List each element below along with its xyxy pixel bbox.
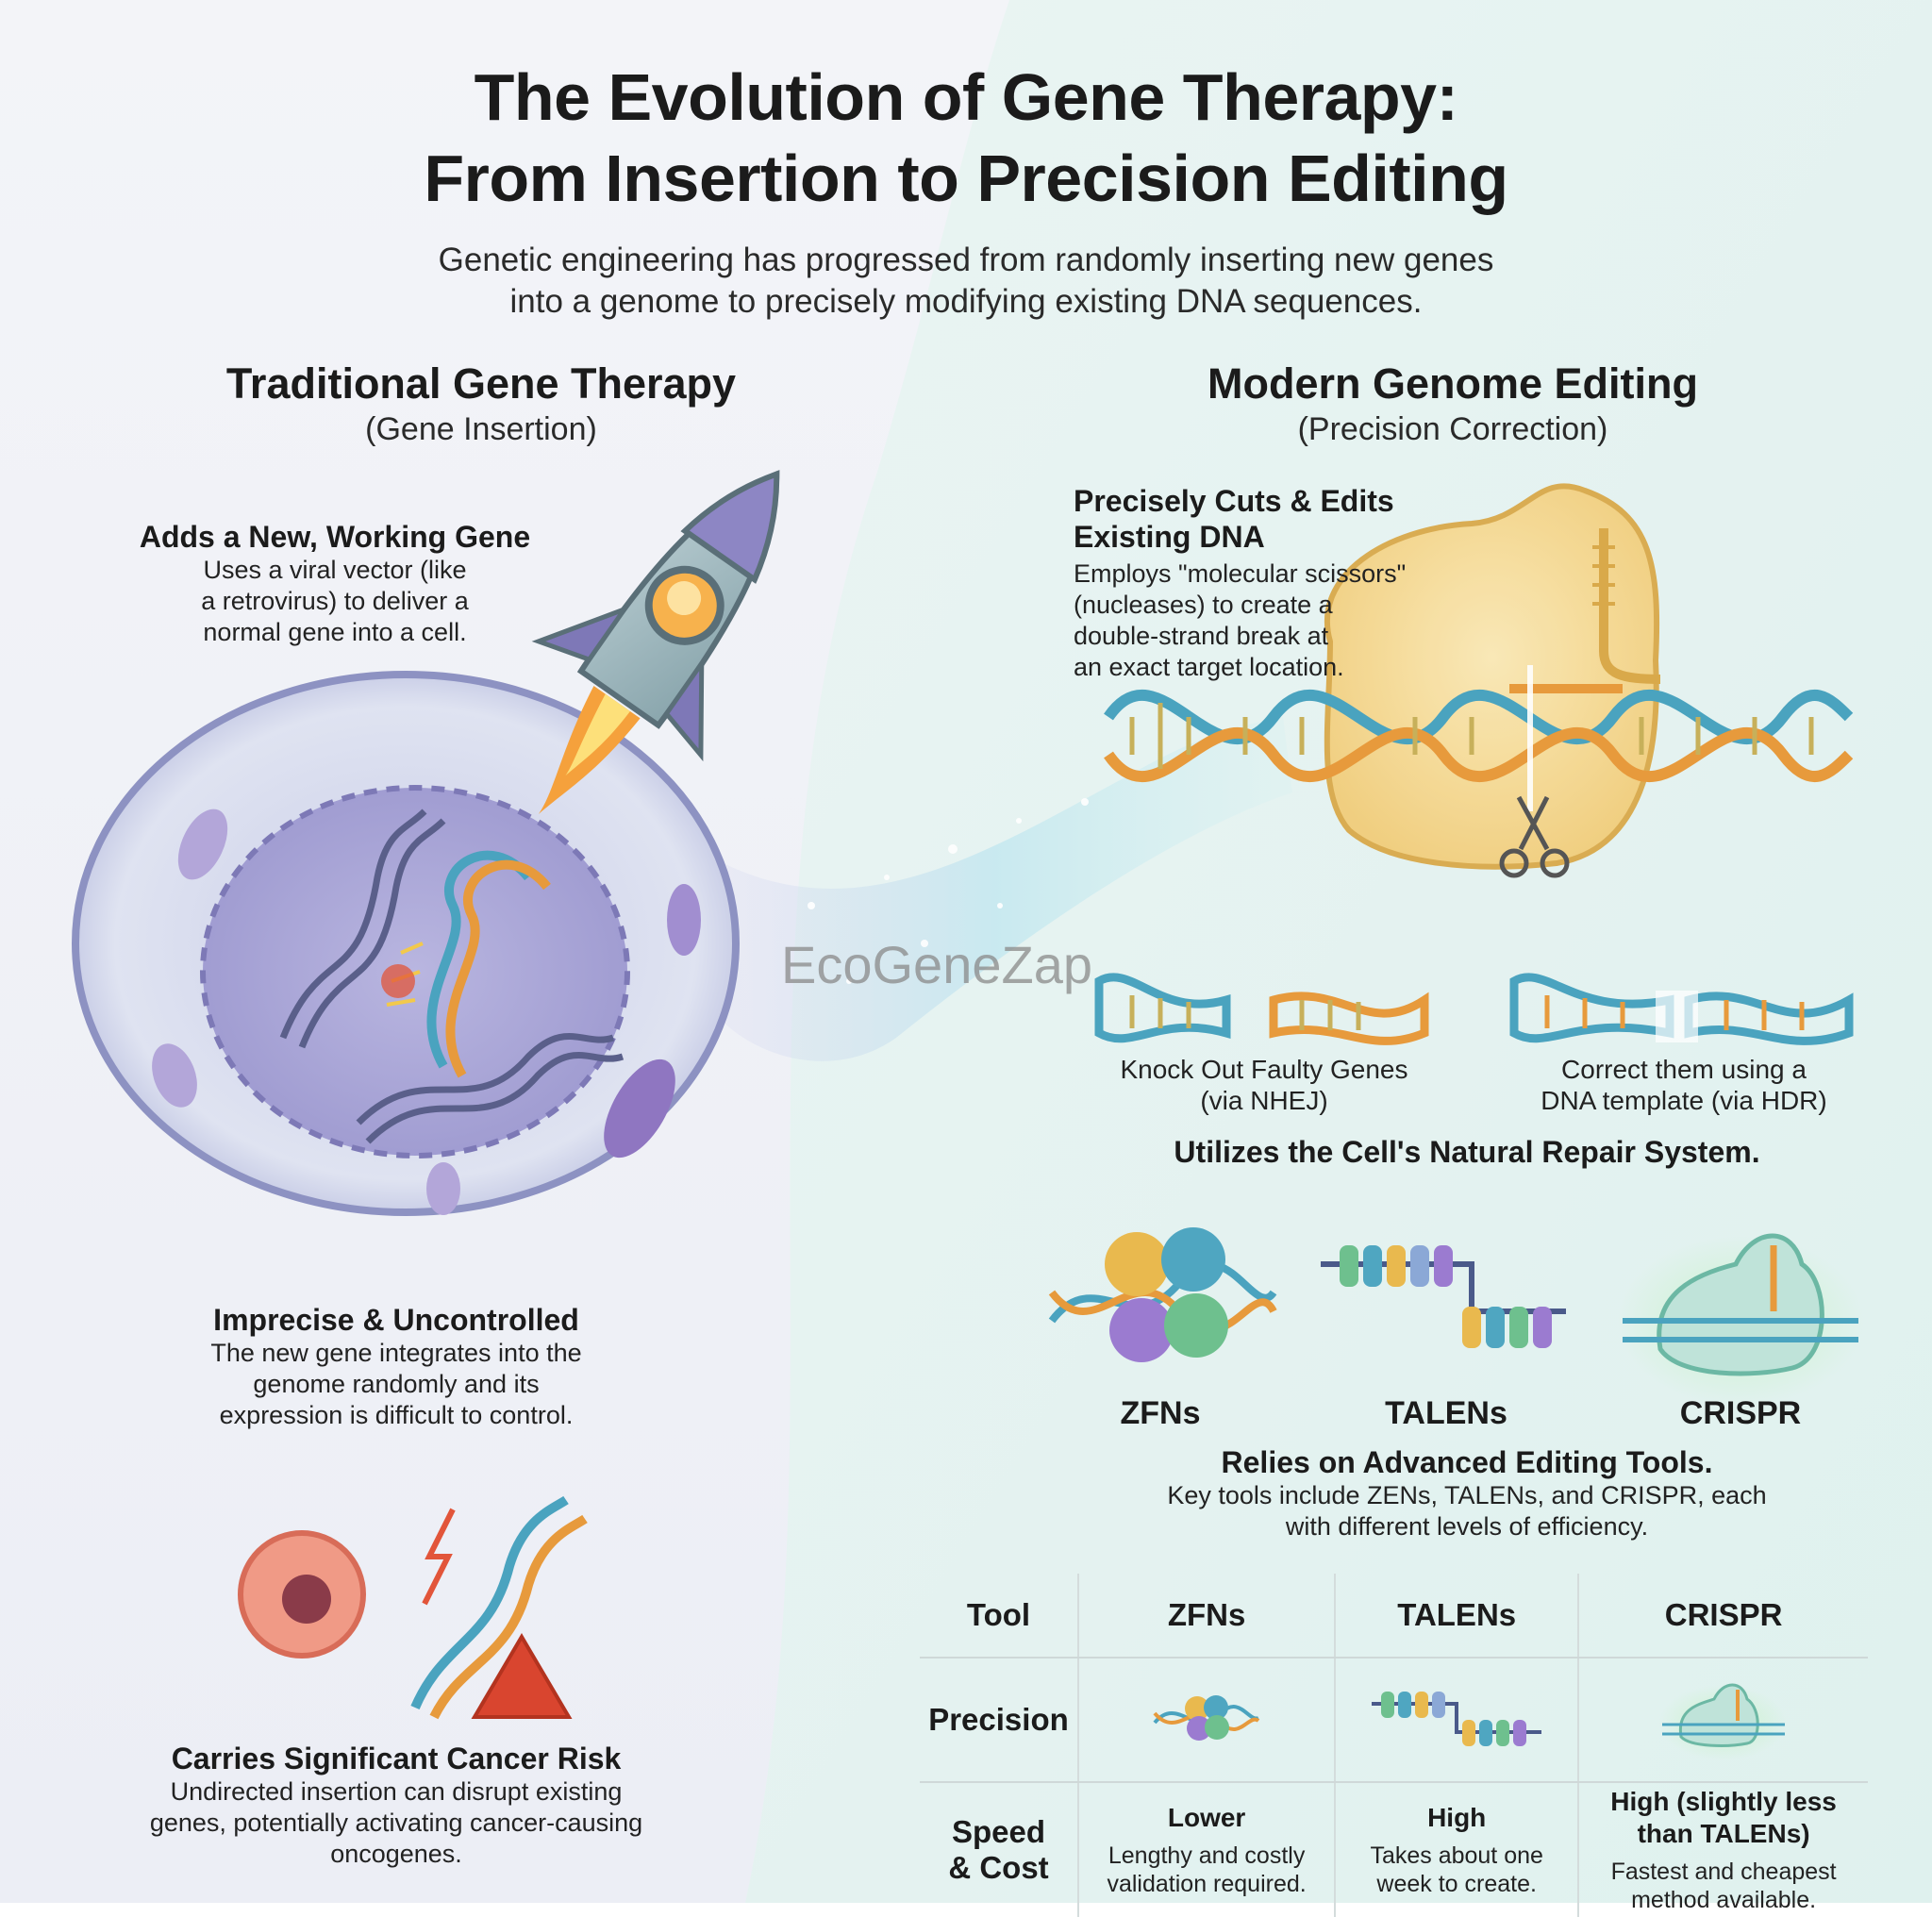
table-header-talens: TALENs xyxy=(1334,1574,1579,1659)
imprecise-line2: genome randomly and its xyxy=(253,1370,540,1398)
speed-crispr-value-line1: High (slightly less xyxy=(1610,1787,1837,1816)
speed-zfns-value: Lower xyxy=(1167,1803,1246,1832)
knockout-label-line2: (via NHEJ) xyxy=(1200,1086,1328,1115)
tool-label-crispr: CRISPR xyxy=(1679,1395,1802,1431)
speed-zfns-desc-line2: validation required. xyxy=(1107,1871,1307,1897)
cuts-edits-block: Precisely Cuts & Edits Existing DNA Empl… xyxy=(1074,483,1479,683)
traditional-subheading: (Gene Insertion) xyxy=(365,411,597,447)
energy-stream xyxy=(698,717,1292,1061)
cuts-edits-line3: double-strand break at xyxy=(1074,622,1329,650)
speed-crispr-value-line2: than TALENs) xyxy=(1637,1819,1810,1848)
cancer-risk-line2: genes, potentially activating cancer-cau… xyxy=(149,1809,643,1837)
correct-label-line2: DNA template (via HDR) xyxy=(1541,1086,1827,1115)
adds-gene-line3: normal gene into a cell. xyxy=(203,618,467,646)
traditional-heading-block: Traditional Gene Therapy (Gene Insertion… xyxy=(104,358,858,449)
tool-label-talens: TALENs xyxy=(1385,1395,1507,1431)
speed-talens-desc-line2: week to create. xyxy=(1376,1871,1537,1897)
talen-mini-icon xyxy=(1372,1691,1542,1746)
correct-dna-illustration xyxy=(1509,973,1854,1045)
dna-cut-illustration xyxy=(1104,483,1854,878)
table-row-precision: Precision xyxy=(920,1658,1868,1783)
page-subtitle-line1: Genetic engineering has progressed from … xyxy=(438,242,1494,278)
speed-zfns-cell: Lower Lengthy and costly validation requ… xyxy=(1076,1782,1336,1917)
right-panel-background xyxy=(745,0,1932,1903)
imprecise-line3: expression is difficult to control. xyxy=(219,1401,574,1429)
modern-heading: Modern Genome Editing xyxy=(1207,359,1698,408)
adds-gene-line2: a retrovirus) to deliver a xyxy=(201,587,469,615)
speed-talens-desc-line1: Takes about one xyxy=(1370,1842,1543,1869)
cuts-edits-heading-line2: Existing DNA xyxy=(1074,520,1265,554)
speed-talens-value: High xyxy=(1427,1803,1487,1832)
tools-block: Relies on Advanced Editing Tools. Key to… xyxy=(1019,1444,1915,1542)
cuts-edits-line4: an exact target location. xyxy=(1074,653,1344,681)
table-header-zfns: ZFNs xyxy=(1076,1574,1336,1659)
cancer-risk-line3: oncogenes. xyxy=(330,1840,462,1868)
rocket-illustration xyxy=(531,470,780,814)
cancer-risk-heading: Carries Significant Cancer Risk xyxy=(171,1742,622,1775)
speed-cost-label-line2: & Cost xyxy=(948,1850,1049,1885)
knockout-label: Knock Out Faulty Genes (via NHEJ) xyxy=(1085,1054,1443,1116)
page-title: The Evolution of Gene Therapy: From Inse… xyxy=(0,57,1932,219)
page-subtitle-line2: into a genome to precisely modifying exi… xyxy=(509,283,1423,320)
knockout-dna-illustration xyxy=(1094,973,1429,1045)
modern-subheading: (Precision Correction) xyxy=(1297,411,1608,447)
adds-gene-line1: Uses a viral vector (like xyxy=(203,556,467,584)
zfn-illustration xyxy=(1048,1227,1277,1362)
speed-crispr-desc-line1: Fastest and cheapest xyxy=(1610,1859,1837,1885)
page-title-line1: The Evolution of Gene Therapy: xyxy=(474,60,1458,134)
talen-illustration xyxy=(1321,1245,1566,1348)
comparison-table: Tool ZFNs TALENs CRISPR Precision xyxy=(920,1574,1868,1917)
crispr-illustration xyxy=(1618,1233,1863,1406)
imprecise-heading: Imprecise & Uncontrolled xyxy=(213,1303,579,1337)
speed-cost-label: Speed & Cost xyxy=(920,1782,1078,1917)
precision-label: Precision xyxy=(920,1658,1078,1783)
table-header-row: Tool ZFNs TALENs CRISPR xyxy=(920,1574,1868,1659)
cuts-edits-line2: (nucleases) to create a xyxy=(1074,591,1333,619)
tools-desc-line2: with different levels of efficiency. xyxy=(1285,1512,1649,1541)
cancer-risk-line1: Undirected insertion can disrupt existin… xyxy=(170,1777,623,1806)
table-header-crispr: CRISPR xyxy=(1577,1574,1868,1659)
watermark: EcoGeneZap xyxy=(781,935,1092,994)
knockout-label-line1: Knock Out Faulty Genes xyxy=(1120,1055,1408,1084)
tool-label-zfns: ZFNs xyxy=(1120,1395,1201,1431)
precision-zfns-cell xyxy=(1076,1658,1336,1783)
cuts-edits-heading-line1: Precisely Cuts & Edits xyxy=(1074,484,1394,518)
speed-crispr-desc-line2: method available. xyxy=(1631,1887,1817,1913)
cancer-risk-block: Carries Significant Cancer Risk Undirect… xyxy=(94,1741,698,1870)
precision-crispr-cell xyxy=(1577,1658,1868,1783)
tools-desc-line1: Key tools include ZENs, TALENs, and CRIS… xyxy=(1167,1481,1767,1509)
cancer-risk-illustration xyxy=(238,1495,588,1720)
modern-heading-block: Modern Genome Editing (Precision Correct… xyxy=(1075,358,1830,449)
scissors-icon xyxy=(1499,795,1570,878)
page-subtitle: Genetic engineering has progressed from … xyxy=(0,240,1932,323)
page-title-line2: From Insertion to Precision Editing xyxy=(424,142,1508,215)
traditional-heading: Traditional Gene Therapy xyxy=(225,359,737,408)
correct-label-line1: Correct them using a xyxy=(1561,1055,1807,1084)
imprecise-block: Imprecise & Uncontrolled The new gene in… xyxy=(142,1302,651,1431)
adds-gene-block: Adds a New, Working Gene Uses a viral ve… xyxy=(90,519,580,648)
cuts-edits-line1: Employs "molecular scissors" xyxy=(1074,559,1407,588)
repair-system-heading: Utilizes the Cell's Natural Repair Syste… xyxy=(1174,1135,1760,1169)
table-header-tool: Tool xyxy=(920,1574,1078,1659)
speed-crispr-cell: High (slightly less than TALENs) Fastest… xyxy=(1577,1782,1868,1917)
correct-label: Correct them using a DNA template (via H… xyxy=(1505,1054,1863,1116)
speed-cost-label-line1: Speed xyxy=(951,1814,1046,1849)
speed-zfns-desc-line1: Lengthy and costly xyxy=(1108,1842,1306,1869)
crispr-mini-icon xyxy=(1659,1683,1789,1760)
tools-heading: Relies on Advanced Editing Tools. xyxy=(1221,1445,1713,1479)
speed-talens-cell: High Takes about one week to create. xyxy=(1334,1782,1579,1917)
table-row-speed-cost: Speed & Cost Lower Lengthy and costly va… xyxy=(920,1782,1868,1917)
cell-illustration xyxy=(72,671,740,1216)
zfn-mini-icon xyxy=(1153,1694,1260,1741)
adds-gene-heading: Adds a New, Working Gene xyxy=(139,520,531,554)
imprecise-line1: The new gene integrates into the xyxy=(210,1339,582,1367)
sparkle-dots xyxy=(808,771,1154,984)
precision-talens-cell xyxy=(1334,1658,1579,1783)
